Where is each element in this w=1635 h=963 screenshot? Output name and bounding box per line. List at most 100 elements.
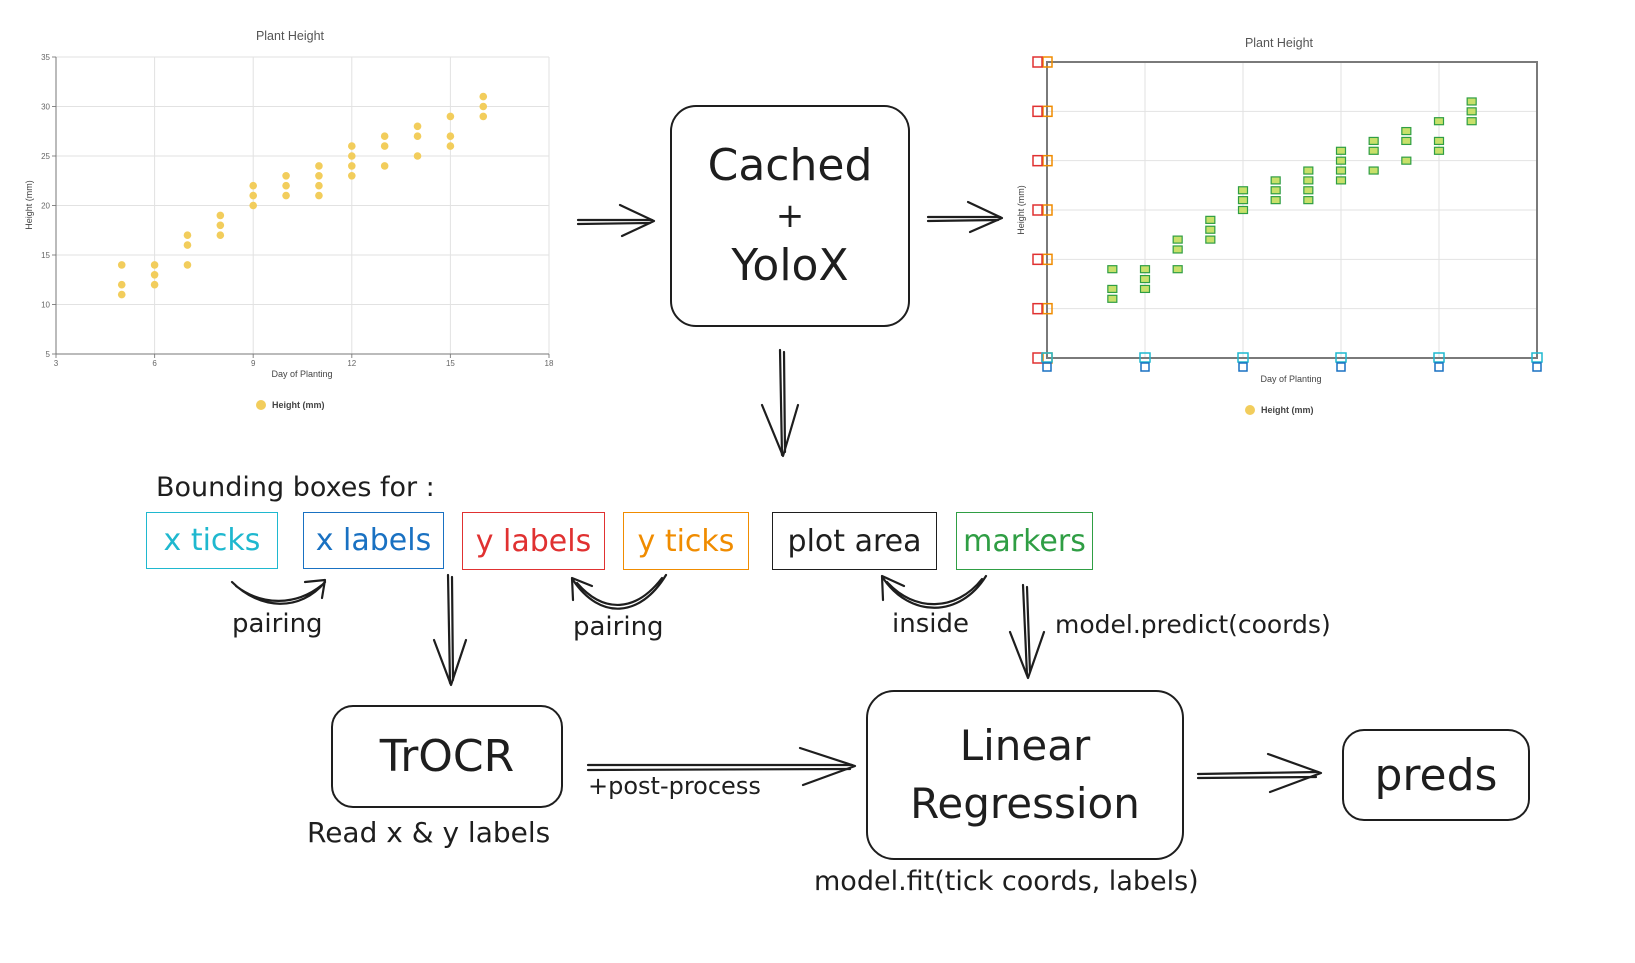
y-label-bbox: [1032, 56, 1043, 68]
data-point: [150, 271, 159, 279]
bbox-x-ticks: x ticks: [146, 512, 278, 569]
y-label-bbox: [1032, 204, 1043, 216]
legend-marker: [256, 400, 266, 410]
plus-label: +: [775, 196, 805, 236]
marker-bbox: [1172, 245, 1183, 254]
marker-bbox: [1303, 176, 1314, 185]
marker-bbox: [1466, 97, 1477, 106]
x-axis-label: Day of Planting: [1260, 374, 1321, 384]
x-tick-label: 15: [446, 359, 455, 368]
data-point: [282, 191, 290, 200]
data-point: [282, 181, 290, 190]
chart-title: Plant Height: [1245, 36, 1314, 50]
x-tick-bbox: [1139, 352, 1151, 363]
marker-bbox: [1270, 186, 1281, 195]
y-label-bbox: [1032, 302, 1043, 315]
arrow-trocr-to-regression: [586, 763, 854, 772]
predict-label: model.predict(coords): [1055, 610, 1331, 639]
data-point: [183, 241, 192, 249]
bbox-markers: markers: [956, 512, 1093, 570]
marker-bbox: [1303, 166, 1314, 175]
marker-bbox: [1466, 107, 1477, 116]
bbox-y-labels-label: y labels: [475, 523, 592, 559]
data-point: [348, 142, 356, 150]
y-tick-label: 5: [46, 350, 51, 359]
marker-bbox: [1237, 205, 1249, 215]
data-point: [282, 172, 290, 180]
arrow-pairing-right: [571, 573, 668, 610]
marker-bbox: [1205, 235, 1216, 244]
linear-regression-box: Linear Regression: [866, 690, 1184, 860]
data-point: [348, 172, 356, 180]
marker-bbox: [1335, 166, 1347, 175]
data-point: [380, 142, 389, 150]
marker-bbox: [1368, 146, 1379, 155]
data-point: [117, 280, 126, 289]
data-point: [183, 261, 192, 269]
x-tick-bbox: [1041, 352, 1053, 363]
data-point: [315, 172, 323, 180]
data-point: [216, 231, 225, 239]
marker-bbox: [1107, 284, 1118, 294]
x-label-bbox: [1238, 362, 1248, 372]
data-point: [413, 132, 422, 140]
arrow-chart-to-cached: [576, 218, 654, 226]
marker-bbox: [1401, 126, 1412, 136]
bbox-x-ticks-label: x ticks: [163, 523, 261, 558]
x-tick-label: 18: [545, 359, 554, 368]
y-tick-label: 25: [41, 152, 50, 161]
bbox-markers-label: markers: [963, 523, 1086, 559]
y-tick-label: 35: [41, 53, 50, 62]
marker-bbox: [1368, 166, 1379, 175]
y-tick-label: 30: [41, 103, 50, 112]
marker-bbox: [1270, 196, 1281, 205]
data-point: [380, 132, 389, 140]
x-label-bbox: [1140, 362, 1150, 372]
trocr-caption: Read x & y labels: [307, 816, 551, 849]
bbox-plot-area: plot area: [772, 512, 937, 570]
bbox-x-labels-label: x labels: [315, 523, 432, 558]
marker-bbox: [1335, 176, 1347, 185]
data-point: [479, 112, 488, 121]
y-tick-label: 20: [41, 202, 50, 211]
pairing-right-label: pairing: [573, 612, 664, 642]
marker-bbox: [1139, 265, 1151, 274]
y-tick-bbox: [1042, 253, 1053, 266]
arrowhead-cached-to-annotated: [966, 200, 1004, 234]
marker-bbox: [1270, 176, 1281, 185]
data-point: [315, 181, 323, 190]
arrow-inside: [881, 574, 988, 609]
legend-label: Height (mm): [1261, 405, 1314, 415]
y-tick-bbox: [1042, 154, 1053, 167]
marker-bbox: [1107, 294, 1118, 303]
bbox-y-ticks-label: y ticks: [637, 523, 735, 559]
y-axis-label: Height (mm): [1016, 185, 1026, 235]
data-point: [413, 152, 422, 160]
marker-bbox: [1303, 196, 1314, 205]
arrowhead-markers-to-regression: [1008, 630, 1046, 680]
legend-label: Height (mm): [272, 400, 325, 410]
arrowhead-pairing-left: [303, 578, 327, 600]
marker-bbox: [1433, 136, 1445, 146]
x-tick-label: 6: [152, 359, 157, 368]
arrow-cached-to-annotated: [926, 215, 1002, 223]
data-point: [479, 92, 488, 101]
bbox-x-labels: x labels: [303, 512, 444, 569]
trocr-label: TrOCR: [379, 731, 515, 782]
y-tick-bbox: [1042, 105, 1053, 118]
data-point: [348, 162, 356, 170]
data-point: [446, 142, 455, 150]
data-point: [150, 261, 159, 269]
marker-bbox: [1205, 225, 1216, 234]
x-tick-bbox: [1335, 352, 1347, 363]
y-label-bbox: [1032, 154, 1043, 167]
arrow-labels-to-trocr: [446, 573, 455, 685]
trocr-box: TrOCR: [331, 705, 563, 808]
marker-bbox: [1172, 235, 1183, 244]
y-label-bbox: [1032, 105, 1043, 118]
marker-bbox: [1335, 146, 1347, 155]
x-tick-bbox: [1237, 352, 1249, 363]
